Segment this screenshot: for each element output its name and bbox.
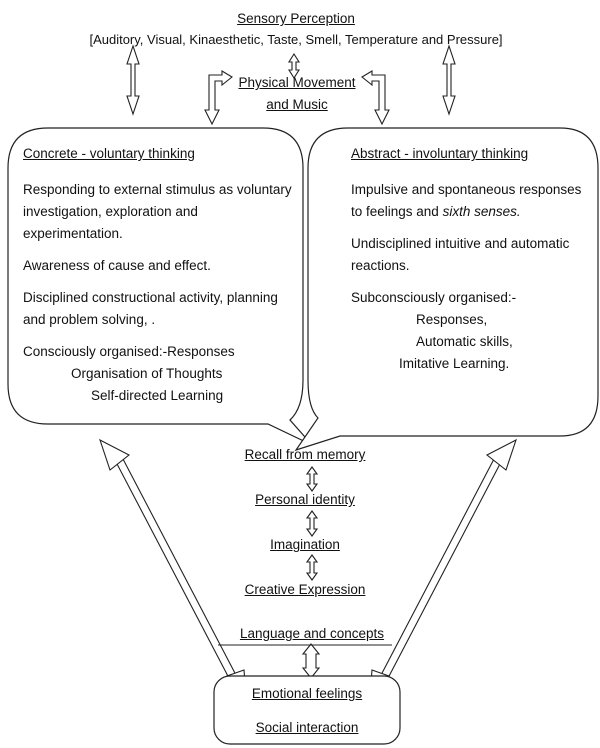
right-box: Abstract - involuntary thinking Impulsiv… — [351, 143, 583, 375]
personal-identity: Personal identity — [255, 492, 355, 507]
center-arrow-2 — [305, 510, 319, 537]
left-bent-arrow — [204, 70, 233, 126]
social-interaction: Social interaction — [255, 720, 359, 735]
right-box-list-2: Responses, — [416, 312, 488, 327]
center-top-double-arrow — [288, 52, 300, 80]
left-double-arrow — [126, 44, 140, 116]
right-bent-arrow — [361, 70, 390, 126]
left-box-heading: Concrete - voluntary thinking — [23, 146, 195, 161]
left-box-list-3: Self-directed Learning — [91, 388, 224, 403]
right-box-list-1: Subconsciously organised:- — [351, 290, 517, 305]
left-box-p1: Responding to external stimulus as volun… — [23, 182, 292, 241]
left-diagonal-arrow-a — [115, 461, 231, 681]
center-arrow-1 — [305, 466, 319, 492]
physical-movement-line2: and Music — [266, 97, 328, 112]
right-double-arrow — [442, 44, 456, 116]
left-box-p3: Disciplined constructional activity, pla… — [23, 290, 278, 327]
left-diagonal-arrow-b — [122, 458, 238, 678]
language-and-concepts: Language and concepts — [239, 626, 385, 641]
sensory-perception-title: Sensory Perception — [237, 11, 355, 26]
right-box-p1-text: Impulsive and spontaneous responses to f… — [351, 182, 582, 219]
right-diagonal-arrow-b — [386, 461, 502, 681]
imagination: Imagination — [270, 537, 340, 552]
right-diagonal-head-top — [485, 438, 517, 471]
right-diagonal-arrow-a — [379, 458, 495, 678]
right-box-list-4: Imitative Learning. — [399, 356, 510, 371]
right-box-p2: Undisciplined intuitive and automatic re… — [351, 236, 570, 273]
sensory-perception-subtitle: [Auditory, Visual, Kinaesthetic, Taste, … — [89, 32, 503, 47]
left-box-list-1: Consciously organised:-Responses — [23, 344, 235, 359]
creative-expression: Creative Expression — [244, 582, 366, 597]
right-box-list-3: Automatic skills, — [416, 334, 513, 349]
recall-from-memory: Recall from memory — [244, 447, 366, 462]
emotional-feelings: Emotional feelings — [251, 686, 363, 701]
right-box-heading: Abstract - involuntary thinking — [351, 146, 529, 161]
physical-movement-line1: Physical Movement — [238, 75, 356, 90]
left-diagonal-head-top — [99, 438, 131, 471]
right-box-p1: Impulsive and spontaneous responses to f… — [351, 179, 583, 223]
right-box-p1-emphasis: sixth senses. — [442, 204, 521, 219]
center-arrow-3 — [305, 554, 319, 581]
left-box-list-2: Organisation of Thoughts — [71, 366, 223, 381]
left-box-p2: Awareness of cause and effect. — [23, 258, 211, 273]
left-box: Concrete - voluntary thinking Responding… — [23, 143, 293, 407]
